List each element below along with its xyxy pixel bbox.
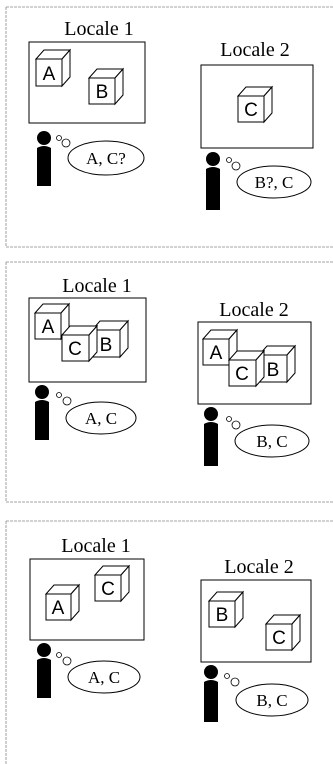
cube-label: C [272, 628, 286, 649]
thought-bubble-2: B, C [226, 416, 310, 458]
cube-label: A [52, 598, 65, 619]
panel-frame [5, 261, 333, 503]
thought-text: A, C [88, 668, 120, 687]
thought-bubble-2: B, C [224, 673, 309, 717]
locale-2-box [200, 64, 314, 149]
person-icon [204, 665, 218, 722]
person-icon [35, 385, 49, 440]
scene-panel-3: Locale 1 A C A, C Locale 2 [5, 520, 333, 764]
person-icon [206, 152, 220, 210]
thought-text: A, C? [86, 149, 126, 168]
locale-1-box [28, 297, 147, 383]
person-icon [37, 131, 51, 186]
locale-1-title: Locale 1 [62, 275, 131, 297]
cube-label: C [244, 100, 258, 121]
scene-panel-2: Locale 1 A B C A, C [5, 261, 333, 503]
locale-1-box [29, 558, 145, 641]
cube-c: C [93, 564, 131, 603]
panel-frame [5, 6, 333, 248]
cube-c: C [264, 613, 302, 652]
thought-bubble-1: A, C? [56, 135, 145, 176]
cube-label: B [216, 605, 229, 626]
thought-text: B?, C [255, 173, 294, 192]
cube-label: C [68, 339, 82, 360]
cube-c: C [227, 349, 266, 388]
cube-c: C [60, 324, 99, 363]
cube-a: A [33, 302, 71, 341]
thought-text: A, C [85, 409, 117, 428]
thought-bubble-2: B?, C [226, 157, 312, 199]
locale-2-title: Locale 2 [219, 299, 288, 321]
locale-2-title: Locale 2 [220, 39, 289, 61]
person-icon [37, 643, 51, 698]
cube-a: A [34, 48, 72, 88]
cube-label: A [210, 343, 223, 364]
thought-text: B, C [256, 432, 287, 451]
locale-2-box [197, 321, 312, 405]
cube-label: C [235, 364, 249, 385]
cube-a: A [44, 583, 81, 622]
cube-label: B [100, 335, 113, 356]
locale-1-box [28, 41, 146, 124]
thought-text: B, C [256, 691, 287, 710]
panel-frame [5, 520, 333, 764]
scene-panel-1: Locale 1 A B A, C? Locale 2 [5, 6, 333, 248]
thought-bubble-1: A, C [56, 652, 141, 694]
cube-label: B [96, 82, 109, 103]
locale-1-title: Locale 1 [64, 18, 133, 40]
person-icon [204, 407, 218, 466]
locale-2-box [200, 579, 312, 663]
thought-bubble-1: A, C [56, 392, 137, 435]
cube-b: B [207, 590, 245, 629]
cube-label: A [42, 317, 55, 338]
cube-b: B [87, 67, 125, 106]
cube-c: C [236, 85, 274, 124]
cube-label: C [101, 579, 115, 600]
cube-label: A [43, 64, 56, 85]
cube-label: B [267, 360, 280, 381]
locale-2-title: Locale 2 [224, 556, 293, 578]
locale-1-title: Locale 1 [61, 535, 130, 557]
